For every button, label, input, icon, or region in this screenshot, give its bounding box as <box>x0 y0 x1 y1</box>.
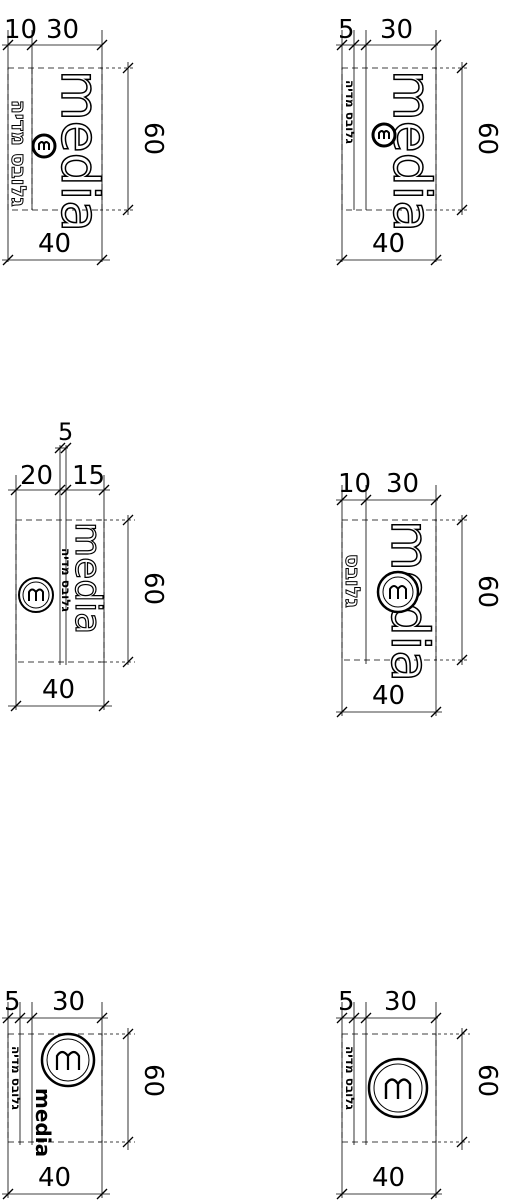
panel-3: 5 20 15 40 60 media גלובס מדיה <box>8 418 168 712</box>
panel-6-dimension-lines <box>336 1002 470 1198</box>
dim-top: 5 <box>58 418 73 446</box>
dim-right: 30 <box>384 987 417 1017</box>
panel-1-dimension-lines <box>2 30 135 262</box>
logo-m-mark <box>18 577 54 613</box>
logo-caption: גלובס מדיה <box>7 100 31 207</box>
dim-height: 60 <box>138 122 168 155</box>
dim-width: 40 <box>372 229 405 259</box>
dim-right: 15 <box>72 461 105 491</box>
logo-caption: גלובס <box>341 554 365 608</box>
logo-wordmark: media <box>67 522 108 634</box>
dim-height: 60 <box>472 1064 502 1097</box>
logo-m-mark <box>367 1057 429 1119</box>
logo-wordmark: media <box>49 70 109 232</box>
logo-caption: גלובס מדיה <box>59 548 73 613</box>
logo-wordmark: media <box>31 1088 55 1157</box>
dim-left: 20 <box>20 461 53 491</box>
logo-m-mark <box>31 133 57 159</box>
dim-width: 40 <box>38 229 71 259</box>
dim-right: 30 <box>46 15 79 45</box>
dim-right: 30 <box>52 987 85 1017</box>
dim-width: 40 <box>38 1163 71 1193</box>
dim-width: 40 <box>372 681 405 711</box>
dim-right: 30 <box>386 469 419 499</box>
panel-5: 5 30 40 60 media גלובס מדיה <box>2 987 168 1200</box>
panel-2-dimension-lines <box>336 30 470 262</box>
logo-m-mark <box>376 570 420 614</box>
dim-width: 40 <box>42 675 75 705</box>
panel-4: 10 30 40 60 media גלובס <box>336 469 502 718</box>
logo-m-mark <box>40 1032 96 1088</box>
dim-width: 40 <box>372 1163 405 1193</box>
dim-left: 5 <box>338 15 355 45</box>
dim-left: 5 <box>4 987 21 1017</box>
logo-caption: גלובס מדיה <box>9 1046 23 1111</box>
panel-1: 10 30 40 60 media גלובס מדיה <box>2 15 168 266</box>
dim-right: 30 <box>380 15 413 45</box>
logo-caption: גלובס מדיה <box>343 1046 357 1111</box>
dim-left: 10 <box>338 469 371 499</box>
dim-height: 60 <box>472 122 502 155</box>
logo-wordmark: media <box>381 70 441 232</box>
panel-2: 5 30 40 60 media גלובס מדיה <box>336 15 502 266</box>
dim-left: 10 <box>4 15 37 45</box>
dim-height: 60 <box>138 1064 168 1097</box>
panel-4-dimension-lines <box>336 485 470 716</box>
dim-height: 60 <box>472 575 502 608</box>
dim-left: 5 <box>338 987 355 1017</box>
logo-caption: גלובס מדיה <box>343 80 357 145</box>
dim-height: 60 <box>138 572 168 605</box>
logo-m-mark <box>371 122 397 148</box>
panel-6: 5 30 40 60 גלובס מדיה <box>336 987 502 1200</box>
